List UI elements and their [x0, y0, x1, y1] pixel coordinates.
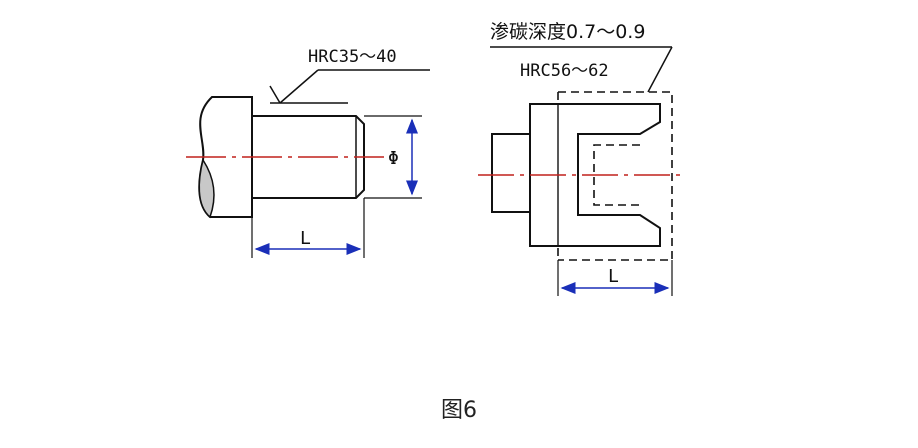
left-diameter-dimension: [364, 115, 422, 199]
left-break-shade: [198, 158, 215, 219]
right-label-leader: [490, 46, 673, 93]
right-length-extension: [557, 260, 673, 296]
right-length-label: L: [608, 266, 619, 287]
figure-caption: 图6: [441, 398, 477, 423]
left-length-label: L: [300, 228, 311, 249]
right-hardness-label: HRC56～62: [520, 61, 609, 81]
left-diameter-symbol: Φ: [388, 148, 399, 169]
left-length-extension: [251, 198, 365, 258]
right-carburize-label: 渗碳深度0.7～0.9: [490, 21, 645, 43]
left-hardness-leader: [269, 69, 430, 104]
left-hardness-label: HRC35～40: [308, 47, 397, 67]
right-carburized-layer: [557, 91, 673, 261]
